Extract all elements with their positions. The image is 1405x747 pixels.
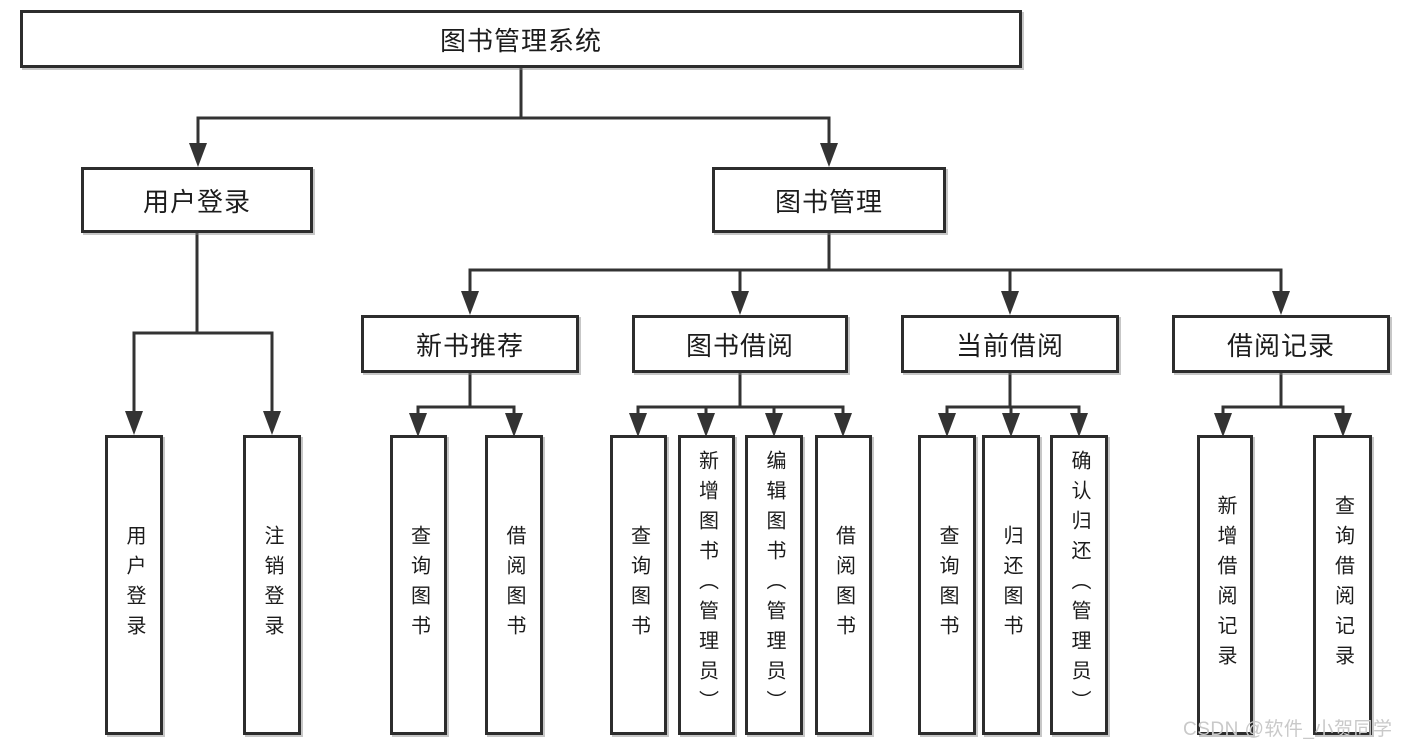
node-root-system: 图书管理系统 — [20, 10, 1022, 68]
leaf-query-books-current: 查询图书 — [918, 435, 976, 735]
leaf-return-books: 归还图书 — [982, 435, 1040, 735]
csdn-watermark: CSDN @软件_小贺同学 — [1183, 719, 1393, 740]
leaf-user-login: 用户登录 — [105, 435, 163, 735]
node-borrow-records: 借阅记录 — [1172, 315, 1390, 373]
leaf-query-books-borrow: 查询图书 — [610, 435, 667, 735]
leaf-add-books-admin: 新增图书（管理员） — [678, 435, 735, 735]
leaf-query-books-recommend: 查询图书 — [390, 435, 447, 735]
leaf-borrow-books: 借阅图书 — [815, 435, 872, 735]
node-current-borrow: 当前借阅 — [901, 315, 1119, 373]
arrowhead-icons — [125, 143, 1352, 437]
leaf-add-borrow-record: 新增借阅记录 — [1197, 435, 1253, 735]
leaf-logout: 注销登录 — [243, 435, 301, 735]
leaf-query-borrow-record: 查询借阅记录 — [1313, 435, 1372, 735]
leaf-edit-books-admin: 编辑图书（管理员） — [745, 435, 803, 735]
leaf-confirm-return-admin: 确认归还（管理员） — [1050, 435, 1108, 735]
node-book-management: 图书管理 — [712, 167, 946, 233]
leaf-borrow-books-recommend: 借阅图书 — [485, 435, 543, 735]
node-user-login: 用户登录 — [81, 167, 313, 233]
node-new-book-recommend: 新书推荐 — [361, 315, 579, 373]
node-book-borrow: 图书借阅 — [632, 315, 848, 373]
